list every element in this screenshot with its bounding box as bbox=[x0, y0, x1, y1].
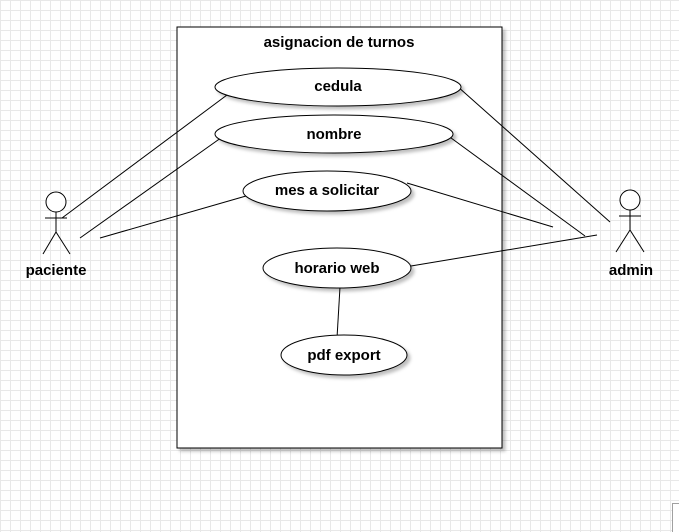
use-case-nombre[interactable] bbox=[214, 114, 454, 154]
use-case-nombre-label: nombre bbox=[306, 126, 361, 143]
actor-admin-label: admin bbox=[609, 262, 653, 279]
use-case-mes-label: mes a solicitar bbox=[275, 182, 379, 199]
system-title: asignacion de turnos bbox=[264, 34, 415, 51]
assoc-paciente-cedula[interactable] bbox=[61, 94, 228, 219]
actor-admin[interactable] bbox=[615, 189, 645, 253]
assoc-admin-cedula[interactable] bbox=[456, 85, 611, 223]
actor-paciente-head bbox=[45, 191, 67, 213]
actor-admin-head bbox=[619, 189, 641, 211]
use-case-horario-web[interactable] bbox=[262, 247, 412, 289]
page-corner-panel bbox=[672, 503, 679, 532]
actor-paciente-label: paciente bbox=[26, 262, 87, 279]
use-case-pdf-export[interactable] bbox=[280, 334, 408, 376]
actor-paciente[interactable] bbox=[42, 191, 71, 255]
use-case-cedula[interactable] bbox=[214, 67, 462, 107]
assoc-paciente-mes[interactable] bbox=[99, 195, 247, 239]
assoc-admin-nombre[interactable] bbox=[446, 134, 586, 237]
use-case-cedula-label: cedula bbox=[314, 78, 362, 95]
assoc-admin-horario[interactable] bbox=[410, 234, 598, 267]
use-case-pdf-label: pdf export bbox=[307, 347, 380, 364]
assoc-admin-mes[interactable] bbox=[406, 182, 554, 228]
use-case-mes-a-solicitar[interactable] bbox=[242, 170, 412, 212]
use-case-horario-label: horario web bbox=[294, 260, 379, 277]
assoc-horario-pdf[interactable] bbox=[336, 286, 341, 339]
assoc-paciente-nombre[interactable] bbox=[79, 134, 226, 239]
